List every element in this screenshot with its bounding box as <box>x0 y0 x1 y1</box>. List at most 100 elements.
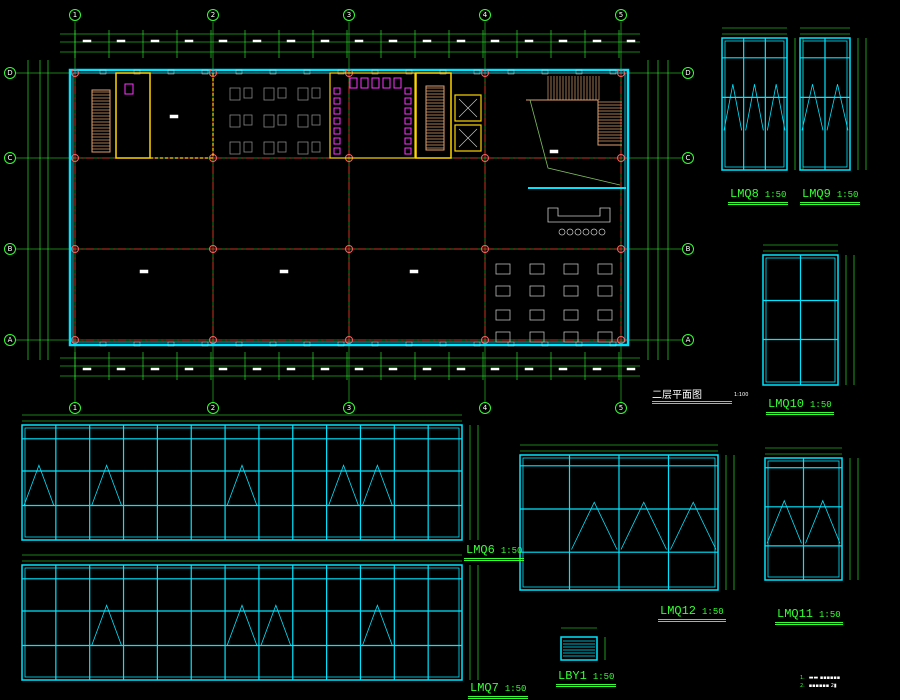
seat <box>311 87 321 99</box>
dimension-text <box>388 39 398 43</box>
table <box>495 285 511 297</box>
window-mark <box>575 341 583 347</box>
seat <box>243 87 253 99</box>
column <box>481 154 489 162</box>
chair <box>558 228 566 236</box>
column <box>617 336 625 344</box>
lmq7-frame-inner <box>24 567 460 678</box>
grid-bubble-top-5: 5 <box>615 9 627 21</box>
seat <box>263 141 275 155</box>
window-mark <box>439 341 447 347</box>
lmq12-opening-mark <box>571 501 618 550</box>
lmq8-frame-inner <box>724 40 785 168</box>
window-mark <box>99 69 107 75</box>
toilet-fixture <box>333 107 341 115</box>
grid-bubble-bottom-5: 5 <box>615 402 627 414</box>
column <box>71 154 79 162</box>
toilet-fixture <box>404 97 412 105</box>
toilet-fixture <box>333 117 341 125</box>
toilet-fixture <box>349 77 358 89</box>
table <box>495 309 511 321</box>
grid-bubble-top-2: 2 <box>207 9 219 21</box>
seat <box>243 141 253 153</box>
drawing-scale: 1:100 <box>734 392 749 398</box>
dimension-text <box>456 39 466 43</box>
lmq11-opening-mark <box>805 499 841 544</box>
dimension-text <box>490 367 500 371</box>
drawing-title: 二层平面图 <box>652 386 732 404</box>
room-label <box>139 269 149 274</box>
table <box>529 309 545 321</box>
dimension-text <box>524 39 534 43</box>
toilet-fixture <box>404 87 412 95</box>
window-mark <box>507 69 515 75</box>
column <box>481 245 489 253</box>
lmq6-opening-mark <box>226 464 258 506</box>
grid-bubble-right-B: B <box>682 243 694 255</box>
toilet-fixture <box>333 147 341 155</box>
grid-bubble-bottom-3: 3 <box>343 402 355 414</box>
table <box>597 309 613 321</box>
window-mark <box>405 341 413 347</box>
seat <box>263 114 275 128</box>
dimension-text <box>286 39 296 43</box>
window-mark <box>439 69 447 75</box>
dimension-text <box>524 367 534 371</box>
seat <box>297 114 309 128</box>
lby1-frame <box>560 636 598 661</box>
dimension-text <box>184 39 194 43</box>
window-mark <box>235 69 243 75</box>
dimension-text <box>286 367 296 371</box>
seat <box>297 141 309 155</box>
lmq8-opening-mark <box>766 84 786 131</box>
dimension-text <box>184 367 194 371</box>
column <box>617 69 625 77</box>
room-label <box>409 269 419 274</box>
window-mark <box>235 341 243 347</box>
toilet-fixture <box>404 117 412 125</box>
window-mark <box>405 69 413 75</box>
lmq7-opening-mark <box>91 604 122 646</box>
lmq9-opening-mark <box>826 84 849 131</box>
grid-bubble-left-D: D <box>4 67 16 79</box>
seat <box>243 114 253 126</box>
dimension-text <box>626 39 636 43</box>
void-edge <box>529 99 621 186</box>
toilet-fixture <box>404 107 412 115</box>
lmq8-opening-mark <box>745 84 764 131</box>
table <box>563 263 579 275</box>
column <box>71 69 79 77</box>
grid-bubble-left-A: A <box>4 334 16 346</box>
seat <box>297 87 309 101</box>
seat <box>229 114 241 128</box>
window-mark <box>303 341 311 347</box>
window-mark <box>167 341 175 347</box>
toilet-fixture <box>333 97 341 105</box>
lmq6-frame-inner <box>24 427 460 538</box>
lmq8-opening-mark <box>723 84 743 131</box>
elevator-cross <box>458 98 478 118</box>
room-wall <box>115 72 151 159</box>
dimension-text <box>82 367 92 371</box>
dimension-text <box>592 39 602 43</box>
lmq6-opening-mark <box>91 464 122 506</box>
toilet-fixture <box>404 137 412 145</box>
window-mark <box>337 341 345 347</box>
dimension-text <box>626 367 636 371</box>
dimension-text <box>252 39 262 43</box>
window-mark <box>575 69 583 75</box>
window-mark <box>473 341 481 347</box>
dimension-text <box>150 367 160 371</box>
dimension-text <box>558 39 568 43</box>
dimension-text <box>320 367 330 371</box>
elevator-shaft <box>454 94 482 122</box>
seat <box>277 141 287 153</box>
toilet-fixture <box>393 77 402 89</box>
seat <box>263 87 275 101</box>
toilet-fixture <box>371 77 380 89</box>
lmq9-opening-mark <box>801 84 824 131</box>
lmq6-frame <box>21 424 463 541</box>
window-mark <box>541 341 549 347</box>
